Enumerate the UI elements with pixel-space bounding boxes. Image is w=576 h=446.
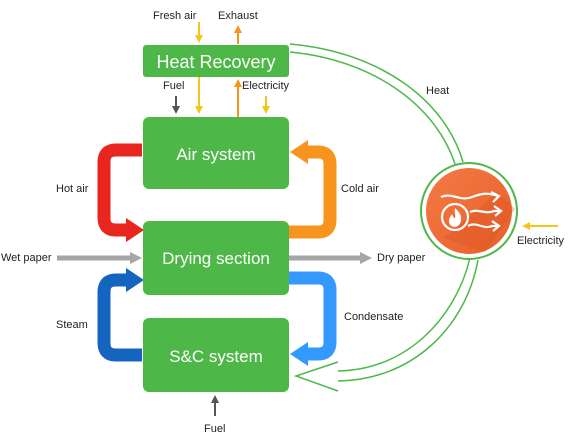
fuel-top-label: Fuel xyxy=(163,80,184,92)
drying-section-box[interactable] xyxy=(143,221,289,295)
fuel-bottom-label: Fuel xyxy=(204,423,225,435)
air-system-title: Air system xyxy=(176,145,255,164)
electricity-right-label: Electricity xyxy=(517,235,565,247)
heat-recovery-title: Heat Recovery xyxy=(156,52,275,72)
cold-air-loop xyxy=(288,140,337,239)
steam-loop xyxy=(97,268,144,362)
sc-system-box[interactable] xyxy=(143,318,289,392)
heat-flow-lower xyxy=(293,257,479,392)
dry-paper-label: Dry paper xyxy=(377,252,426,264)
condensate-loop xyxy=(288,271,337,366)
heat-pump-flame-icon xyxy=(440,191,503,232)
steam-label: Steam xyxy=(56,319,88,331)
sc-system-title: S&C system xyxy=(169,347,263,366)
wet-paper-label: Wet paper xyxy=(1,252,52,264)
heat-label: Heat xyxy=(426,85,449,97)
electricity-top-label: Electricity xyxy=(242,80,290,92)
drying-section-title: Drying section xyxy=(162,249,270,268)
hot-air-loop xyxy=(97,143,144,242)
hot-air-label: Hot air xyxy=(56,183,89,195)
exhaust-label: Exhaust xyxy=(218,10,258,22)
condensate-label: Condensate xyxy=(344,311,403,323)
cold-air-label: Cold air xyxy=(341,183,379,195)
air-system-box[interactable] xyxy=(143,117,289,189)
heat-flow-upper xyxy=(289,43,464,165)
heat-recovery-box[interactable] xyxy=(143,45,289,77)
fresh-air-label: Fresh air xyxy=(153,10,197,22)
